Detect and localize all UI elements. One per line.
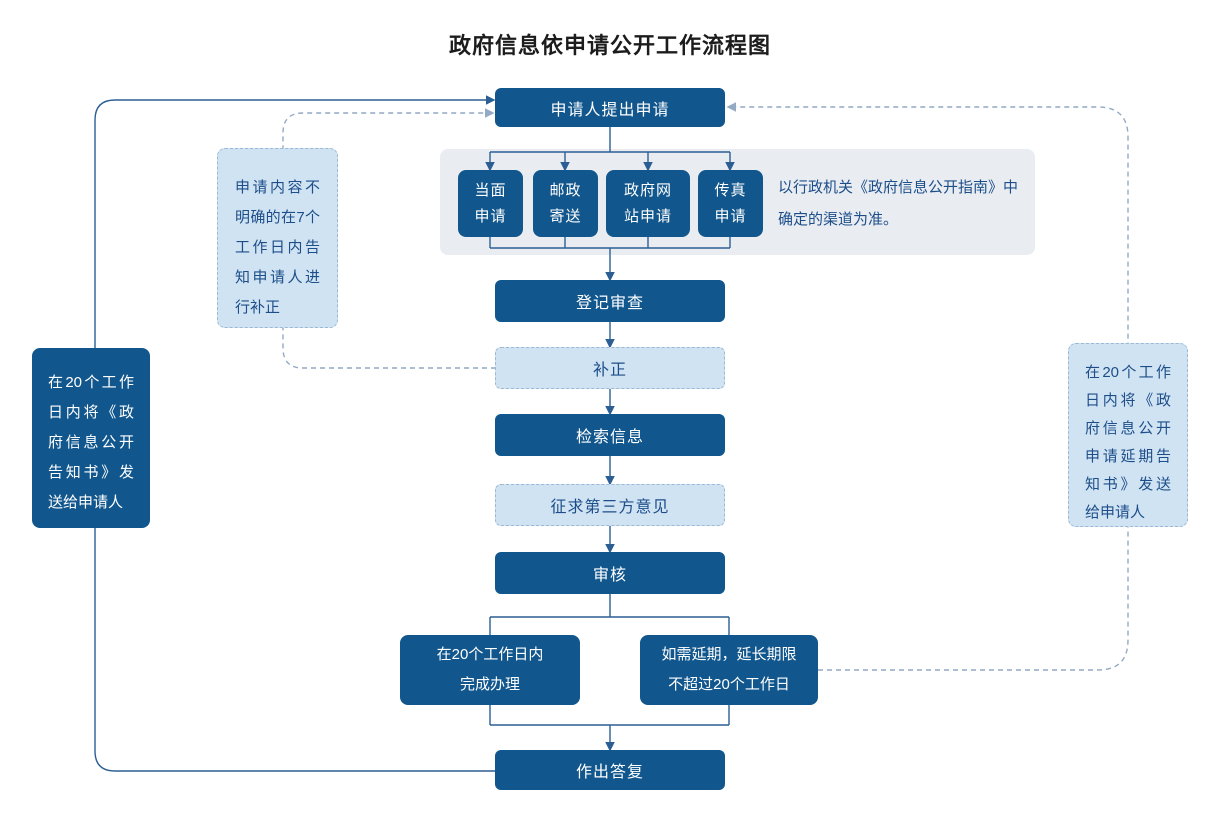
channel-note: 以行政机关《政府信息公开指南》中确定的渠道为准。 (778, 179, 1019, 228)
node-reply: 作出答复 (495, 750, 725, 790)
node-channel-postal: 邮政 寄送 (533, 170, 598, 237)
node-search-information: 检索信息 (495, 414, 725, 456)
node-extension-notice: 在20个工作日内将《政府信息公开申请延期告知书》发送给申请人 (1068, 343, 1188, 527)
node-channel-website: 政府网 站申请 (606, 170, 690, 237)
page-title: 政府信息依申请公开工作流程图 (448, 33, 771, 58)
node-apply: 申请人提出申请 (495, 88, 725, 127)
node-channel-fax: 传真 申请 (698, 170, 763, 237)
node-extension: 如需延期，延长期限 不超过20个工作日 (640, 635, 818, 705)
node-disclosure-notice: 在20个工作日内将《政府信息公开告知书》发送给申请人 (32, 348, 150, 528)
node-supplement-correction: 补正 (495, 347, 725, 389)
node-complete-within-20-days: 在20个工作日内 完成办理 (400, 635, 580, 705)
node-channel-in-person: 当面 申请 (458, 170, 523, 237)
node-correction-annotation: 申请内容不明确的在7个工作日内告知申请人进行补正 (217, 148, 338, 328)
node-register-review: 登记审查 (495, 280, 725, 322)
node-third-party-opinion: 征求第三方意见 (495, 484, 725, 526)
node-review: 审核 (495, 552, 725, 594)
